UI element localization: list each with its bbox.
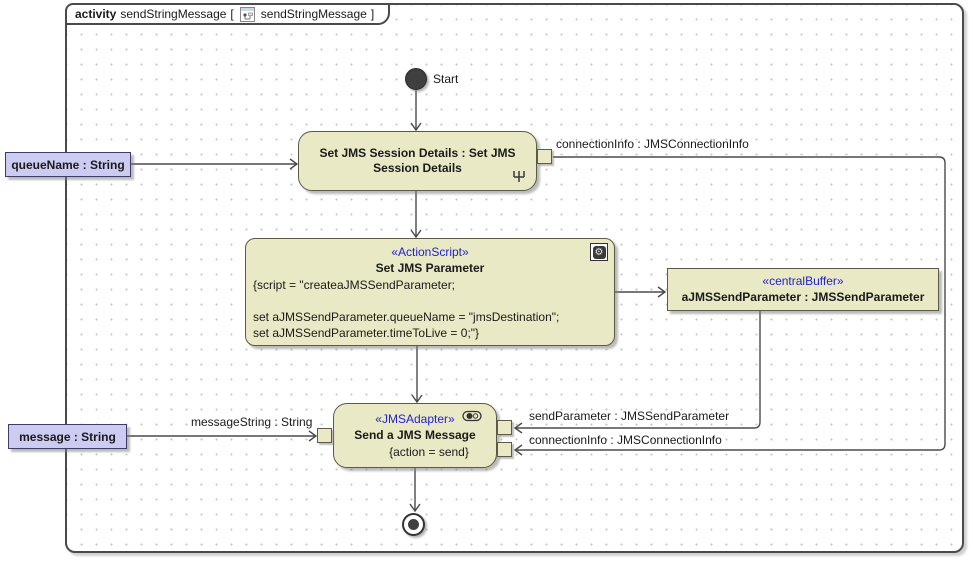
edge-start-to-set-session[interactable] [410, 90, 422, 132]
parameter-queuename[interactable]: queueName : String [5, 152, 131, 177]
input-pin-sendparameter[interactable] [497, 420, 512, 435]
gear-icon: ⚙ [590, 243, 608, 261]
edge-label-connectioninfo-top[interactable]: connectionInfo : JMSConnectionInfo [556, 137, 749, 151]
central-buffer-ajmssendparameter[interactable]: «centralBuffer» aJMSSendParameter : JMSS… [667, 268, 939, 311]
edge-sendparameter-buffer-to-send[interactable] [513, 311, 761, 434]
script-line: set aJMSSendParameter.queueName = "jmsDe… [253, 310, 560, 324]
frame-keyword: activity [75, 7, 117, 21]
edge-send-to-final[interactable] [409, 468, 421, 513]
actionscript-title: Set JMS Parameter [375, 261, 485, 275]
send-constraint: {action = send} [389, 445, 469, 459]
action-set-jms-parameter[interactable]: «ActionScript» Set JMS Parameter {script… [245, 238, 615, 346]
parameter-message[interactable]: message : String [8, 424, 127, 449]
edge-queuename-to-set-session[interactable] [130, 158, 299, 170]
centralbuffer-title: aJMSSendParameter : JMSSendParameter [681, 290, 925, 304]
action-title: Set JMS Session Details : Set JMS Sessio… [319, 146, 516, 175]
input-pin-messagestring[interactable] [317, 428, 332, 443]
edge-set-session-to-actionscript[interactable] [410, 191, 422, 239]
edge-label-messagestring[interactable]: messageString : String [191, 415, 313, 429]
input-pin-connectioninfo[interactable] [497, 442, 512, 457]
jmsadapter-stereotype: «JMSAdapter» [375, 412, 455, 426]
frame-bracket-close: ] [370, 7, 375, 21]
output-pin-connectioninfo[interactable] [537, 149, 552, 164]
frame-bracket-open: [ [230, 7, 234, 21]
edge-actionscript-to-centralbuffer[interactable] [615, 286, 667, 298]
final-node-dot [408, 519, 419, 530]
action-set-jms-session-details[interactable]: Set JMS Session Details : Set JMS Sessio… [298, 131, 537, 191]
edge-label-connectioninfo-bottom[interactable]: connectionInfo : JMSConnectionInfo [529, 433, 722, 447]
initial-node[interactable] [405, 68, 427, 90]
initial-node-label: Start [433, 72, 459, 86]
frame-diagram-name: sendStringMessage [260, 7, 367, 21]
rake-icon [511, 169, 527, 186]
send-title: Send a JMS Message [354, 428, 476, 442]
script-line: set aJMSSendParameter.timeToLive = 0;"} [253, 326, 480, 340]
diagram-frame-tab[interactable]: activity sendStringMessage [ sendStringM… [65, 3, 391, 25]
actionscript-stereotype: «ActionScript» [391, 245, 469, 259]
adapter-icon [462, 410, 483, 425]
centralbuffer-stereotype: «centralBuffer» [762, 274, 844, 288]
edge-message-to-send[interactable] [126, 430, 318, 442]
script-line [246, 293, 614, 309]
edge-actionscript-to-send[interactable] [411, 346, 423, 404]
frame-activity-name: sendStringMessage [120, 7, 227, 21]
action-send-a-jms-message[interactable]: «JMSAdapter» Send a JMS Message {action … [333, 403, 497, 468]
activity-diagram-icon [239, 6, 255, 22]
edge-label-sendparameter[interactable]: sendParameter : JMSSendParameter [529, 409, 730, 423]
script-line: {script = "createaJMSSendParameter; [253, 278, 456, 292]
activity-final-node[interactable] [402, 513, 425, 536]
edge-connectioninfo-session-to-send[interactable] [513, 156, 946, 456]
